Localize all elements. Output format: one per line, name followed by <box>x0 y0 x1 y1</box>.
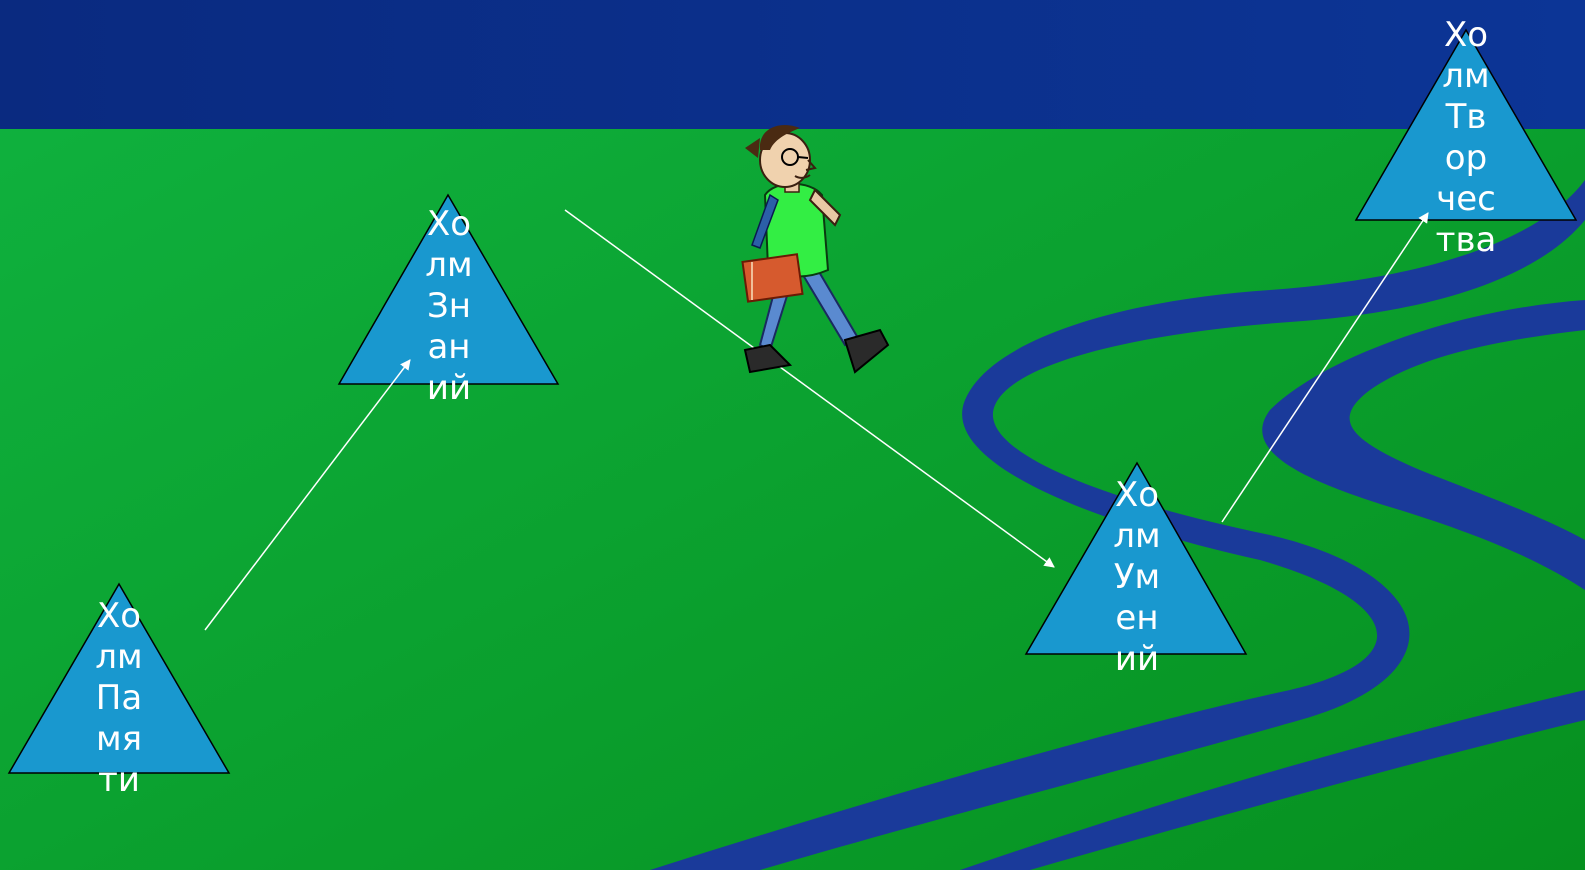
header-band <box>0 0 1585 129</box>
hill-label-tvorchestva: Хо лм Тв ор чес тва <box>1426 15 1506 261</box>
hill-label-znaniy: Хо лм Зн ан ий <box>409 204 489 409</box>
hill-label-pamyati: Хо лм Па мя ти <box>79 596 159 801</box>
hill-label-umeniy: Хо лм Ум ен ий <box>1097 475 1177 680</box>
